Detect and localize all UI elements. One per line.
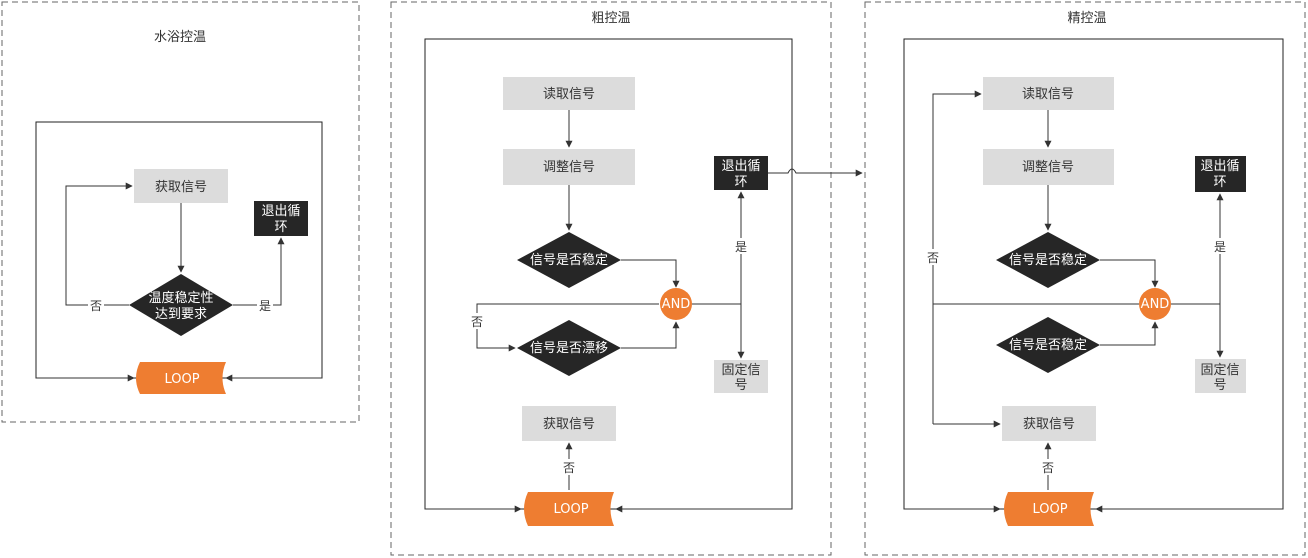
node-loop — [524, 492, 614, 526]
node-adjust-signal — [983, 149, 1114, 185]
edge-label-no-bg — [88, 297, 104, 313]
node-get-signal-label: 获取信号 — [155, 180, 207, 195]
panel-coarse-title: 粗控温 — [591, 11, 630, 26]
panel-fine-title: 精控温 — [1067, 11, 1106, 26]
node-fix-signal-line2: 号 — [1213, 378, 1226, 393]
node-signal-stable-label-2: 信号是否稳定 — [1009, 337, 1087, 353]
node-signal-stable-label-1: 信号是否稳定 — [1009, 252, 1087, 268]
node-fix-signal — [1195, 359, 1246, 393]
node-adjust-signal-label: 调整信号 — [543, 160, 595, 175]
node-adjust-signal-label: 调整信号 — [1022, 160, 1074, 175]
node-exit-loop-line2: 环 — [274, 220, 287, 235]
panel-water-bath: 水浴控温 否 是 获取信号 温度稳定性 达到要求 退出循 环 LOOP — [1, 1, 360, 423]
edge-label-no-drift-bg — [469, 313, 485, 329]
panel-coarse-dashed-border — [390, 1, 832, 556]
edge-label-yes-bg — [1212, 238, 1228, 254]
panel-coarse: 粗控温 否 是 否 读取信号 调整信号 信号是否稳定 信号是否漂移 AND — [390, 1, 863, 556]
node-and-gate — [660, 288, 692, 320]
node-read-signal-label: 读取信号 — [543, 87, 595, 102]
edge-label-yes: 是 — [1214, 240, 1226, 254]
node-fix-signal-line1: 固定信 — [721, 363, 760, 378]
edge-label-no-loop-bg — [561, 459, 577, 475]
edge-label-no-loop-bg — [1040, 459, 1056, 475]
node-exit-loop-line1: 退出循 — [1200, 159, 1239, 174]
edge-label-no-drift: 否 — [471, 315, 483, 329]
panel-water-bath-frame — [35, 121, 323, 379]
edge-label-yes-bg — [257, 297, 273, 313]
node-get-signal-label: 获取信号 — [543, 417, 595, 432]
node-exit-loop-line2: 环 — [1213, 175, 1226, 190]
panel-fine: 精控温 否 是 否 读取信号 调整信号 信号是否稳定 信号是否稳定 AND — [864, 1, 1306, 556]
node-get-signal-label: 获取信号 — [1023, 417, 1075, 432]
node-temperature-check-line2: 达到要求 — [155, 307, 207, 322]
node-signal-stable-diamond-2 — [996, 317, 1100, 373]
node-loop — [1004, 492, 1094, 526]
edge-no-back-to-read — [932, 90, 982, 424]
node-and-gate — [1139, 288, 1171, 320]
node-exit-loop — [254, 201, 308, 236]
node-exit-loop-line2: 环 — [734, 175, 747, 190]
edge-drift-to-and — [621, 321, 680, 349]
node-signal-stable-diamond — [517, 232, 621, 288]
node-loop-label: LOOP — [1032, 502, 1067, 517]
edge-label-yes-bg — [733, 238, 749, 254]
node-and-gate-label: AND — [662, 297, 691, 312]
edge-stable-to-and — [621, 259, 680, 288]
node-loop-label: LOOP — [553, 502, 588, 517]
node-exit-loop-line1: 退出循 — [261, 204, 300, 219]
edge-stable2-to-and — [1100, 321, 1159, 346]
node-loop — [136, 362, 226, 394]
edge-label-yes: 是 — [259, 299, 271, 313]
edge-exit-to-fine-panel — [768, 168, 863, 177]
node-read-signal-label: 读取信号 — [1022, 87, 1074, 102]
panel-water-bath-dashed-border — [1, 1, 360, 423]
node-get-signal — [522, 406, 616, 441]
node-signal-stable-diamond-1 — [996, 232, 1100, 288]
edge-yes-to-exit — [233, 237, 285, 306]
node-exit-loop-line1: 退出循 — [721, 159, 760, 174]
node-signal-drift-diamond — [517, 320, 621, 376]
node-signal-drift-label: 信号是否漂移 — [530, 340, 608, 356]
node-read-signal — [983, 77, 1114, 110]
panel-fine-dashed-border — [864, 1, 1306, 556]
edge-label-no-loop: 否 — [1042, 461, 1054, 475]
edge-label-yes: 是 — [735, 240, 747, 254]
edge-label-no-loop: 否 — [563, 461, 575, 475]
node-loop-label: LOOP — [164, 372, 199, 387]
node-adjust-signal — [503, 149, 635, 185]
edge-stable1-to-and — [1100, 259, 1159, 288]
node-and-gate-label: AND — [1141, 297, 1170, 312]
node-exit-loop — [1195, 156, 1246, 192]
panel-water-bath-title: 水浴控温 — [154, 30, 206, 45]
node-temperature-check-line1: 温度稳定性 — [148, 290, 213, 306]
panel-fine-frame — [903, 38, 1284, 510]
node-temperature-check-diamond — [129, 274, 233, 336]
node-fix-signal-line2: 号 — [734, 378, 747, 393]
edge-no-back-to-get — [65, 182, 133, 306]
edge-label-no-side: 否 — [927, 251, 939, 265]
node-exit-loop — [714, 156, 768, 190]
node-read-signal — [503, 77, 635, 110]
node-get-signal — [1002, 406, 1096, 441]
node-get-signal — [134, 169, 228, 203]
edge-label-no-side-bg — [925, 249, 941, 265]
node-signal-stable-label: 信号是否稳定 — [530, 252, 608, 268]
edge-label-no: 否 — [90, 299, 102, 313]
node-fix-signal — [714, 360, 768, 393]
node-fix-signal-line1: 固定信 — [1200, 363, 1239, 378]
